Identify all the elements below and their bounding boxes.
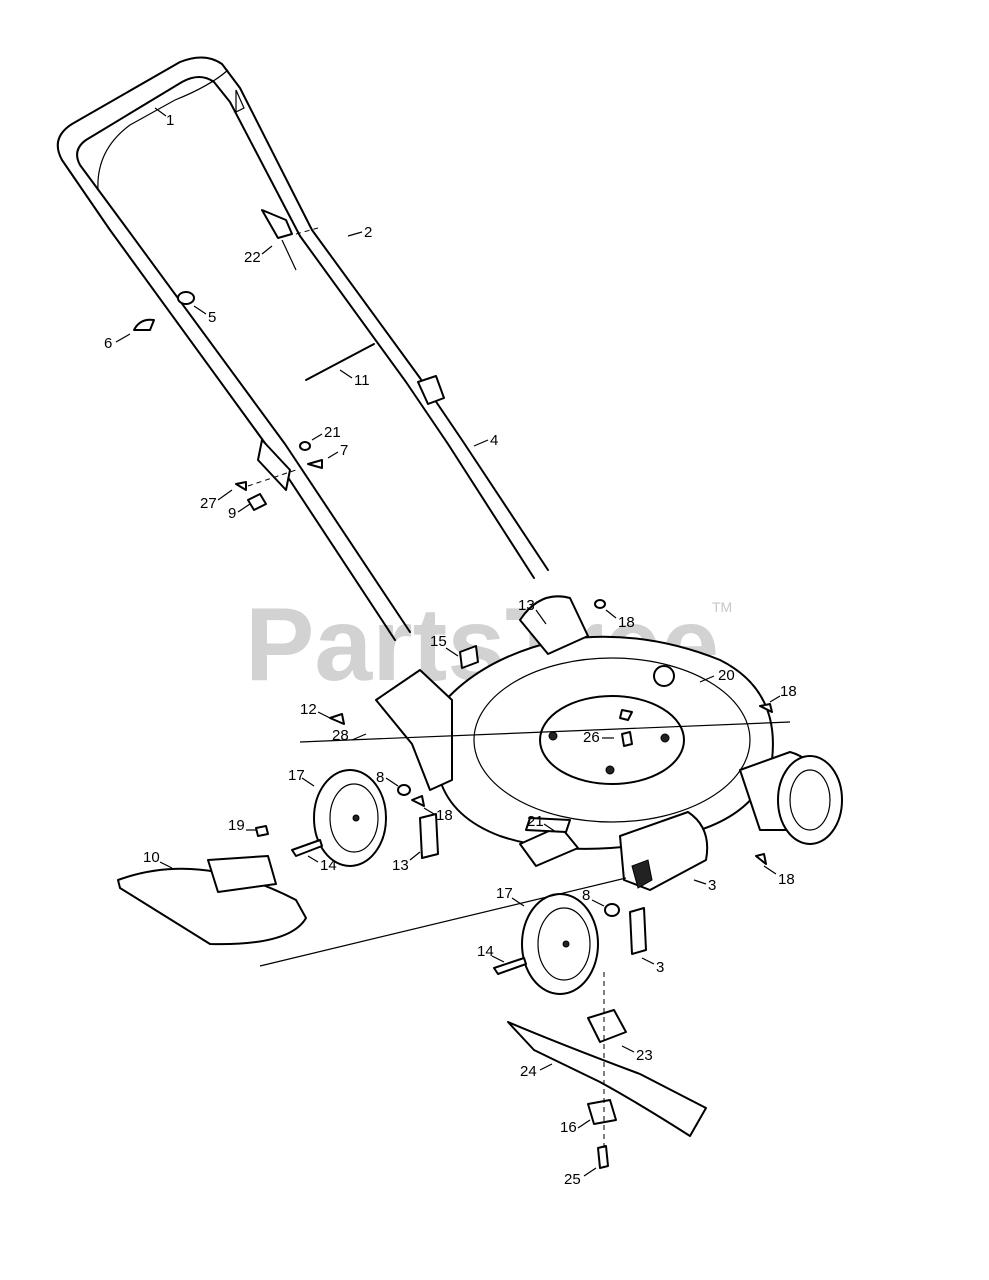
part-label-4: 4 (490, 432, 498, 449)
watermark-trademark: TM (712, 599, 732, 615)
mower-deck (429, 635, 774, 867)
rear-height-adjuster (375, 669, 453, 791)
part-label-19: 19 (228, 817, 245, 834)
part-label-9: 9 (228, 505, 236, 522)
part-label-26: 26 (583, 729, 600, 746)
rear-adjuster-plate (419, 813, 439, 859)
part-label-22: 22 (244, 249, 261, 266)
handle-clamp (417, 375, 445, 405)
part-label-28: 28 (332, 727, 349, 744)
part-label-17-rear: 17 (288, 767, 305, 784)
rear-axle-line (299, 721, 791, 743)
part-label-11: 11 (354, 372, 370, 389)
rear-discharge-shield (117, 867, 307, 946)
part-label-8-rear: 8 (376, 769, 384, 786)
part-label-18-right: 18 (780, 683, 797, 700)
blade-assembly (507, 972, 707, 1169)
handle-knob (133, 291, 195, 331)
part-label-7: 7 (340, 442, 348, 459)
part-label-2: 2 (364, 224, 372, 241)
part-label-21-lower: 21 (527, 813, 544, 830)
control-cable (305, 343, 375, 381)
part-label-5: 5 (208, 309, 216, 326)
part-label-15: 15 (430, 633, 447, 650)
part-label-13-lower: 13 (392, 857, 409, 874)
wheel-rear-left (313, 769, 387, 867)
rear-shield-bracket (207, 855, 277, 893)
part-label-20: 20 (718, 667, 735, 684)
part-label-10: 10 (143, 849, 160, 866)
part-label-6: 6 (104, 335, 112, 352)
part-label-3-lower: 3 (656, 959, 664, 976)
part-label-16: 16 (560, 1119, 577, 1136)
part-label-18-top: 18 (618, 614, 635, 631)
front-adjuster-plate (629, 907, 647, 955)
part-label-17-front: 17 (496, 885, 513, 902)
part-label-25: 25 (564, 1171, 581, 1188)
wheel-front (521, 893, 599, 995)
part-label-27: 27 (200, 495, 217, 512)
part-label-13-upper: 13 (518, 597, 535, 614)
front-axle-line (259, 877, 627, 967)
part-label-1: 1 (166, 112, 174, 129)
fasteners (255, 599, 773, 975)
part-label-18-mid: 18 (436, 807, 453, 824)
part-label-14-rear: 14 (320, 857, 337, 874)
part-label-21-upper: 21 (324, 424, 341, 441)
part-number-labels: 1 2 22 5 6 11 4 21 7 27 9 13 18 15 20 12 (104, 107, 797, 1188)
wheel-rear-right (777, 755, 843, 845)
part-label-3-upper: 3 (708, 877, 716, 894)
upper-handle (56, 56, 549, 641)
part-label-23: 23 (636, 1047, 653, 1064)
part-label-12: 12 (300, 701, 317, 718)
cable-tie (261, 209, 319, 271)
handle-bracket-hardware (235, 439, 323, 511)
part-label-14-front: 14 (477, 943, 494, 960)
part-label-24: 24 (520, 1063, 537, 1080)
part-label-18-front: 18 (778, 871, 795, 888)
part-label-8-front: 8 (582, 887, 590, 904)
